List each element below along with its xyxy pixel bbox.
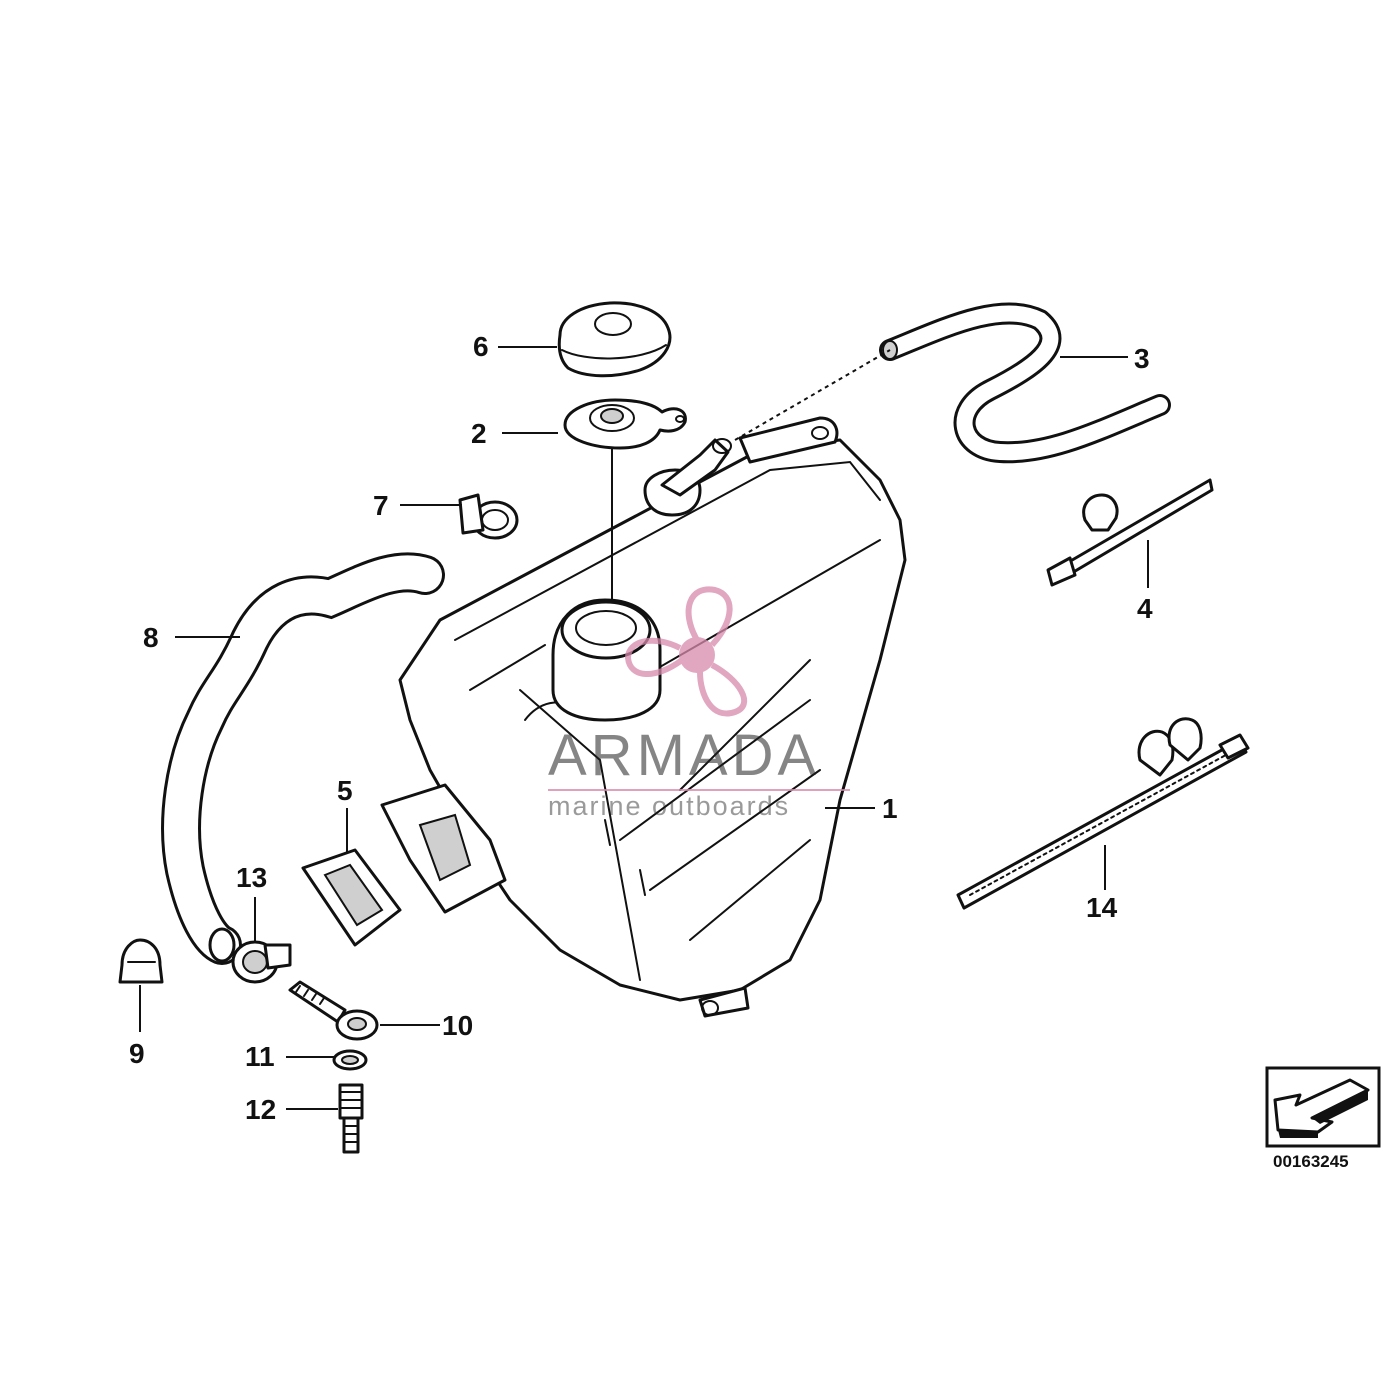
hose-clamp [231, 940, 292, 984]
watermark: ARMADA marine outboards [548, 586, 850, 821]
hose-clamp-small [458, 493, 519, 540]
callout-6: 6 [473, 331, 489, 362]
callout-7: 7 [373, 490, 389, 521]
screw [338, 1083, 364, 1154]
callout-numbers: 1 2 3 4 5 6 7 8 9 10 11 12 13 14 [129, 331, 1153, 1125]
watermark-title: ARMADA [548, 723, 820, 788]
callout-4: 4 [1137, 593, 1153, 624]
rubber-grommet [301, 848, 402, 947]
filler-cap-inner [563, 398, 687, 450]
callout-3: 3 [1134, 343, 1150, 374]
banjo-fitting [288, 980, 379, 1041]
sealing-ring [332, 1049, 368, 1071]
callout-1: 1 [882, 793, 898, 824]
watermark-subtitle: marine outboards [548, 791, 790, 821]
filler-cap-outer [557, 301, 672, 378]
direction-symbol [1265, 1066, 1381, 1148]
callout-2: 2 [471, 418, 487, 449]
cable-tie-long [956, 717, 1250, 910]
expansion-tank [380, 416, 907, 1018]
callout-9: 9 [129, 1038, 145, 1069]
leader-lines [139, 346, 1149, 1110]
callout-14: 14 [1086, 892, 1118, 923]
propeller-icon [624, 586, 748, 717]
callout-11: 11 [245, 1041, 275, 1072]
coolant-hose [161, 552, 445, 965]
callout-10: 10 [442, 1010, 473, 1041]
callout-12: 12 [245, 1094, 276, 1125]
cap-nut [118, 938, 164, 984]
callout-8: 8 [143, 622, 159, 653]
vent-hose [879, 302, 1171, 464]
cable-tie-clip [1046, 478, 1214, 587]
callout-13: 13 [236, 862, 267, 893]
diagram-id: 00163245 [1273, 1152, 1349, 1171]
callout-5: 5 [337, 775, 353, 806]
